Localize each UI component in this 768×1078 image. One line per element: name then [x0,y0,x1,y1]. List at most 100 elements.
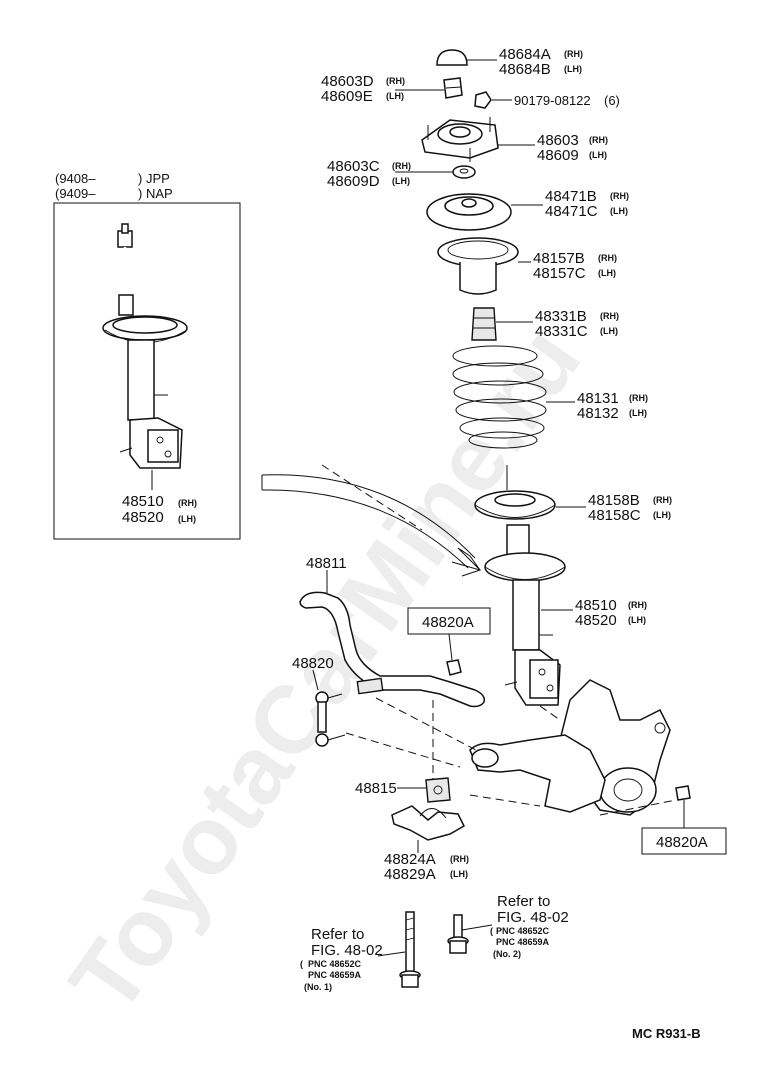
svg-text:(LH): (LH) [589,150,607,160]
inset-strut-icon [102,223,188,490]
link-nut-upper-icon [446,659,462,676]
washer-lh: 48609D [327,173,380,190]
svg-text:FIG. 48-02: FIG. 48-02 [497,909,569,926]
svg-text:(LH): (LH) [598,268,616,278]
strut-rh: 48510 [575,597,617,614]
date-code-1-suffix: ) JPP [138,171,170,186]
date-code-1: (9408– [55,171,96,186]
spring-rh: 48131 [577,390,619,407]
svg-text:Refer to: Refer to [497,893,550,910]
bumper-rh: 48331B [535,308,587,325]
insulator-icon [437,237,519,295]
upper-seat-icon [426,193,512,231]
svg-text:FIG. 48-02: FIG. 48-02 [311,942,383,959]
ref-left: Refer to FIG. 48-02 ( PNC 48652C PNC 486… [300,926,383,992]
svg-text:(No. 2): (No. 2) [493,949,521,959]
svg-text:(No. 1): (No. 1) [304,982,332,992]
inset-jpp-nap: (9408– ) JPP (9409– ) NAP 48510 (RH) 485… [53,171,241,540]
inset-lh: (LH) [178,514,196,524]
stabilizer-bar-number: 48811 [306,555,347,572]
footer-code: MC R931-B [632,1026,701,1041]
svg-text:Refer to: Refer to [311,926,364,943]
inset-rh: (RH) [178,498,197,508]
link-nut-number-2: 48820A [656,834,708,851]
stabilizer-bar-icon [299,591,486,708]
cap-lh: 48684B [499,61,551,78]
support-lh: 48609 [537,147,579,164]
inset-frame [53,202,241,540]
svg-text:(LH): (LH) [610,206,628,216]
inset-part-rh: 48510 [122,493,164,510]
svg-text:(RH): (RH) [600,311,619,321]
link-nut-box-2 [641,827,727,855]
spring-lh: 48132 [577,405,619,422]
svg-text:(RH): (RH) [386,76,405,86]
svg-text:PNC 48652C: PNC 48652C [496,926,550,936]
insulator-rh: 48157B [533,250,585,267]
link-nut-lower-icon [675,785,691,801]
lower-seat-icon [474,465,556,520]
svg-text:(RH): (RH) [598,253,617,263]
strut-lh: 48520 [575,612,617,629]
bushing-icon [425,777,451,803]
svg-text:(LH): (LH) [628,615,646,625]
support-icon [421,117,499,162]
support-rh: 48603 [537,132,579,149]
bolt-number: 90179-08122 [514,93,591,108]
date-code-2-suffix: ) NAP [138,186,173,201]
stabilizer-link-icon [315,691,346,747]
svg-text:(LH): (LH) [564,64,582,74]
nut-icon [443,77,463,99]
nut-lh: 48609E [321,88,373,105]
svg-text:(: ( [300,959,303,969]
bushing-number: 48815 [355,780,397,797]
svg-text:PNC 48652C: PNC 48652C [308,959,362,969]
svg-text:(LH): (LH) [653,510,671,520]
bolt-nut-icon [474,91,492,109]
ref-right: Refer to FIG. 48-02 ( PNC 48652C PNC 486… [490,893,569,959]
coil-spring-icon [452,345,547,449]
bump-stopper-icon [471,307,497,341]
long-bolt-icon [399,911,421,988]
washer-rh: 48603C [327,158,380,175]
svg-text:(LH): (LH) [386,91,404,101]
bracket-rh: 48824A [384,851,436,868]
svg-text:(RH): (RH) [450,854,469,864]
lower-seat-lh: 48158C [588,507,641,524]
bracket-lh: 48829A [384,866,436,883]
upper-seat-lh: 48471C [545,203,598,220]
nut-rh: 48603D [321,73,374,90]
svg-text:(RH): (RH) [564,49,583,59]
svg-text:(RH): (RH) [610,191,629,201]
washer-icon [452,165,476,179]
svg-text:(LH): (LH) [600,326,618,336]
link-number: 48820 [292,655,334,672]
date-code-2: (9409– [55,186,96,201]
short-bolt-icon [447,914,469,954]
link-nut-box-1 [407,607,491,635]
lower-arm-icon [469,734,606,813]
svg-text:(RH): (RH) [629,393,648,403]
cap-icon [436,49,468,66]
insulator-lh: 48157C [533,265,586,282]
svg-text:(RH): (RH) [589,135,608,145]
upper-seat-rh: 48471B [545,188,597,205]
svg-text:(RH): (RH) [628,600,647,610]
bracket-icon [391,805,465,841]
link-nut-number-1: 48820A [422,614,474,631]
svg-text:(RH): (RH) [392,161,411,171]
svg-text:PNC 48659A: PNC 48659A [308,970,362,980]
svg-text:(LH): (LH) [392,176,410,186]
svg-text:PNC 48659A: PNC 48659A [496,937,550,947]
lower-seat-rh: 48158B [588,492,640,509]
cap-rh: 48684A [499,46,551,63]
shock-absorber-icon [484,524,566,706]
svg-text:(LH): (LH) [450,869,468,879]
svg-text:(: ( [490,926,493,936]
inset-part-lh: 48520 [122,509,164,526]
svg-text:(LH): (LH) [629,408,647,418]
svg-text:(RH): (RH) [653,495,672,505]
bumper-lh: 48331C [535,323,588,340]
bolt-qty: (6) [604,93,620,108]
